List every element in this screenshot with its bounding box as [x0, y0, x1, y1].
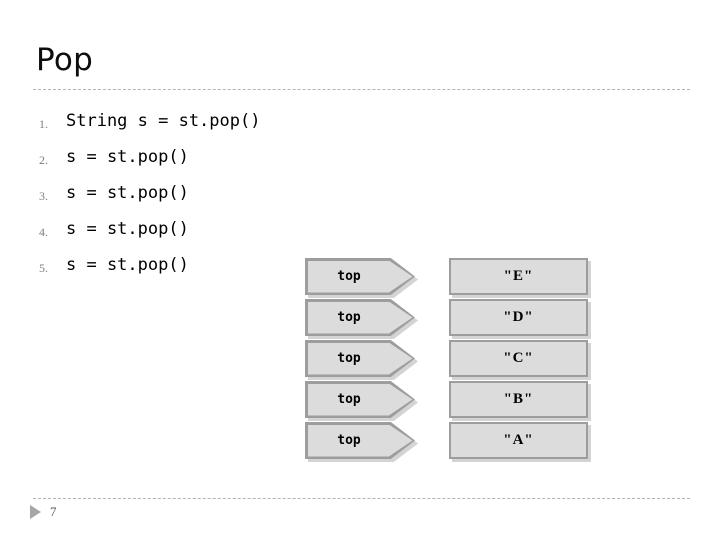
list-item-number: 2.: [39, 152, 48, 167]
cell-box: [449, 299, 588, 336]
arrow-fill: [307, 301, 413, 334]
stack-cell: "E": [449, 258, 591, 298]
cell-value: "E": [503, 268, 534, 284]
cell-value: "D": [503, 309, 534, 325]
list-item-number: 1.: [39, 116, 48, 131]
code-step-list: 1. String s = st.pop() 2. s = st.pop() 3…: [36, 103, 336, 283]
list-item: 3. s = st.pop(): [36, 175, 336, 211]
footer: 7: [30, 504, 57, 520]
list-item-code: s = st.pop(): [66, 183, 189, 203]
arrow-label: top: [337, 392, 361, 407]
arrow-label: top: [337, 269, 361, 284]
top-pointer-arrow: top: [305, 340, 418, 380]
cell-box: [449, 340, 588, 377]
cell-box: [449, 381, 588, 418]
arrow-fill: [307, 260, 413, 293]
list-item: 5. s = st.pop(): [36, 247, 336, 283]
list-item-number: 4.: [39, 224, 48, 239]
page-title: Pop: [36, 42, 94, 78]
arrow-fill: [307, 342, 413, 375]
top-pointer-arrow: top: [305, 258, 418, 298]
cell-box: [449, 422, 588, 459]
stack-cell: "D": [449, 299, 591, 339]
arrow-fill: [307, 424, 413, 457]
list-item-number: 3.: [39, 188, 48, 203]
list-item-code: s = st.pop(): [66, 255, 189, 275]
list-item: 4. s = st.pop(): [36, 211, 336, 247]
arrow-label: top: [337, 433, 361, 448]
arrow-fill: [307, 383, 413, 416]
list-item-code: s = st.pop(): [66, 147, 189, 167]
footer-divider: [33, 498, 690, 499]
list-item-code: s = st.pop(): [66, 219, 189, 239]
stack-cell: "A": [449, 422, 591, 462]
list-item-number: 5.: [39, 260, 48, 275]
triangle-right-icon: [30, 505, 41, 519]
arrow-label: top: [337, 351, 361, 366]
list-item: 2. s = st.pop(): [36, 139, 336, 175]
arrow-label: top: [337, 310, 361, 325]
cell-value: "A": [503, 432, 534, 448]
top-pointer-arrow: top: [305, 299, 418, 339]
cell-value: "C": [503, 350, 534, 366]
list-item-code: String s = st.pop(): [66, 111, 261, 131]
cell-value: "B": [503, 391, 534, 407]
page-number: 7: [50, 504, 57, 519]
top-pointer-arrow: top: [305, 422, 418, 462]
list-item: 1. String s = st.pop(): [36, 103, 336, 139]
title-divider: [33, 89, 690, 90]
top-pointer-arrow: top: [305, 381, 418, 421]
cell-box: [449, 258, 588, 295]
stack-cell: "C": [449, 340, 591, 380]
stack-cell: "B": [449, 381, 591, 421]
